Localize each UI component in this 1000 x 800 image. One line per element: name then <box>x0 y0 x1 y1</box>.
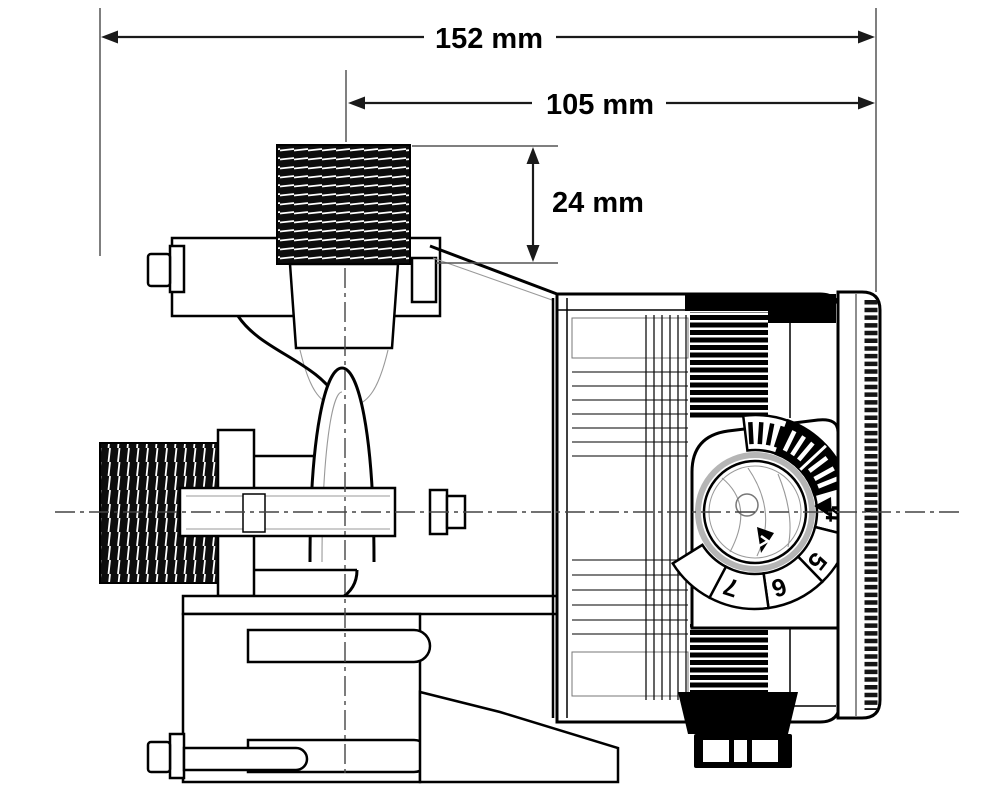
stator-laminations-upper <box>572 371 688 457</box>
dimension-24-label: 24 mm <box>552 187 644 219</box>
terminal-box-neck <box>678 692 798 734</box>
bracket-bolt-head <box>146 252 172 288</box>
fin-block-upper <box>690 312 768 418</box>
plate-bolt-flange <box>168 732 186 780</box>
pump-hydraulic-body <box>99 144 620 784</box>
terminal-window-1 <box>703 740 729 762</box>
arrow-up-icon <box>526 147 540 164</box>
fin-block-lower <box>690 624 768 696</box>
bracket-bolt-flange <box>168 244 186 294</box>
plate-bolt-head <box>146 740 172 774</box>
head-cover-slope-inner <box>432 257 553 301</box>
terminal-window-3 <box>752 740 778 762</box>
head-cover-slope <box>429 244 558 296</box>
mount-slot-upper <box>246 628 432 664</box>
plate-bolt-stud <box>182 746 309 772</box>
shaft-inner-lines <box>186 495 390 530</box>
motor-top-band <box>685 294 836 311</box>
dial-knob-hub <box>735 493 759 517</box>
vertical-fins <box>645 315 687 700</box>
stator-block-upper <box>571 317 689 359</box>
dial-knob-pointer-arrow <box>758 534 771 548</box>
dimension-152: 152 mm <box>101 23 875 55</box>
arrow-down-icon <box>526 245 540 262</box>
dimension-105: 105 mm <box>348 89 875 121</box>
head-bolt <box>410 256 438 304</box>
dial-position-marker <box>814 497 832 518</box>
dimension-24: 24 mm <box>412 145 644 264</box>
dial-ticks-white-b <box>807 456 840 489</box>
fin-block-top-extension <box>768 311 836 323</box>
centerlines <box>55 268 962 778</box>
arrow-left-icon <box>348 96 365 110</box>
base-foot <box>418 690 620 784</box>
stator-laminations-lower <box>572 559 688 635</box>
dial-black-divider <box>799 444 827 471</box>
dimension-annotations: 152 mm 105 mm 24 mm <box>99 8 877 292</box>
dial-ticks-black <box>748 421 785 448</box>
dimension-152-label: 152 mm <box>435 23 543 55</box>
mount-plate-top <box>181 594 562 616</box>
arrow-right-icon <box>858 30 875 44</box>
dimension-105-label: 105 mm <box>546 89 654 121</box>
shaft-key <box>242 493 266 533</box>
stator-block-lower <box>571 651 689 697</box>
dial-segment-blank <box>670 543 728 600</box>
terminal-window-2 <box>734 740 747 762</box>
arrow-right-icon <box>858 96 875 110</box>
arrow-left-icon <box>101 30 118 44</box>
motor-section: 4 5 6 7 <box>551 290 882 768</box>
dial-ticks-white-a <box>782 430 815 462</box>
discharge-thread-port <box>276 144 411 265</box>
discharge-neck <box>288 262 400 350</box>
